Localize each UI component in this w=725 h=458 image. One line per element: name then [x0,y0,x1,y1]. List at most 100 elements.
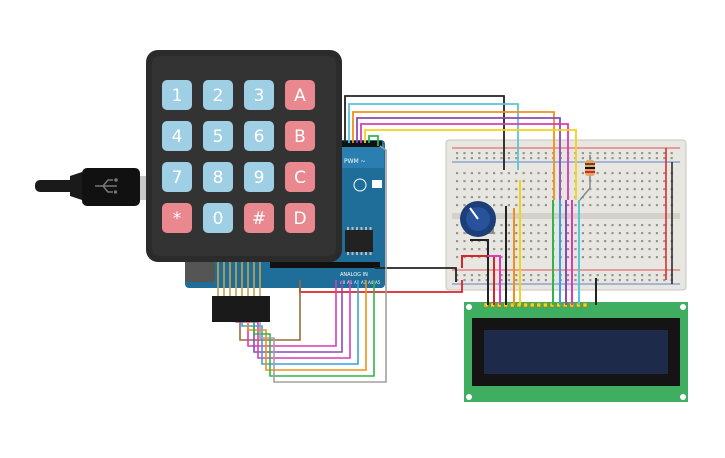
wire-d-orange[interactable] [352,111,555,200]
breadboard-hole [537,196,540,199]
breadboard-hole [618,256,621,259]
breadboard-hole [515,232,518,235]
keypad-key-0-2[interactable]: 3 [244,80,274,110]
breadboard-hole [581,256,584,259]
breadboard-hole [663,256,666,259]
breadboard-hole [456,196,459,199]
keypad-key-3-3[interactable]: D [285,203,315,233]
breadboard-hole [463,204,466,207]
keypad-key-2-3[interactable]: C [285,162,315,192]
wire-kp-6[interactable] [247,280,367,371]
breadboard-hole [626,232,629,235]
keypad-connector-block [212,296,270,322]
breadboard-hole [537,157,540,160]
breadboard-hole [633,224,636,227]
breadboard-hole [478,248,481,251]
breadboard-hole [478,256,481,259]
keypad-key-3-0[interactable]: * [162,203,192,233]
potentiometer[interactable] [460,201,496,237]
breadboard-hole [544,240,547,243]
breadboard-hole [470,240,473,243]
usb-cable[interactable] [35,168,152,206]
breadboard-hole [567,204,570,207]
wire-d-green[interactable] [368,135,379,146]
breadboard-hole [530,279,533,282]
breadboard-hole [663,224,666,227]
breadboard-hole [493,240,496,243]
breadboard-hole [589,196,592,199]
keypad-key-1-1[interactable]: 5 [203,121,233,151]
keypad-key-1-0[interactable]: 4 [162,121,192,151]
keypad-key-1-3[interactable]: B [285,121,315,151]
breadboard-hole [493,188,496,191]
breadboard-hole [530,188,533,191]
wire-d-cyan[interactable] [348,103,519,170]
breadboard-hole [618,204,621,207]
breadboard-hole [626,188,629,191]
keypad-key-1-2[interactable]: 6 [244,121,274,151]
wire-d-yellow[interactable] [364,129,577,200]
breadboard-hole [626,248,629,251]
breadboard-hole [581,232,584,235]
keypad-key-cap [162,203,192,233]
wire-kp-7[interactable] [253,280,375,377]
wire-lcd-contrast[interactable] [488,255,501,305]
resistor[interactable] [585,155,595,180]
keypad-key-2-2[interactable]: 9 [244,162,274,192]
keypad-key-0-1[interactable]: 2 [203,80,233,110]
wire-resistor-lead[interactable] [579,178,591,201]
breadboard-hole [537,256,540,259]
arduino-pwm-label: PWM ~ [344,158,366,165]
wire-d-magenta[interactable] [360,123,569,200]
breadboard-hole [515,180,518,183]
breadboard-hole [618,279,621,282]
breadboard-hole [604,188,607,191]
breadboard-hole [507,240,510,243]
keypad-connector[interactable] [212,262,270,322]
breadboard-hole [544,188,547,191]
breadboard-hole [567,240,570,243]
wire-kp-8[interactable] [259,145,387,383]
arduino-digital-header [342,141,382,147]
breadboard-hole [470,152,473,155]
keypad-key-label: 2 [213,86,224,106]
breadboard-hole [641,274,644,277]
breadboard-hole [604,240,607,243]
breadboard-hole [463,180,466,183]
wire-d-black[interactable] [344,95,505,170]
breadboard-hole [470,256,473,259]
breadboard-hole [507,279,510,282]
breadboard-hole [537,188,540,191]
keypad-key-cap [285,80,315,110]
breadboard-hole [589,279,592,282]
breadboard-hole [544,256,547,259]
breadboard-hole [611,152,614,155]
lcd-module[interactable] [464,302,688,402]
wire-d-purple[interactable] [356,117,561,200]
breadboard-hole [641,256,644,259]
wire-lcd-vcc[interactable] [461,255,495,305]
breadboard-hole [618,196,621,199]
breadboard-hole [626,204,629,207]
keypad-key-3-1[interactable]: 0 [203,203,233,233]
breadboard-hole [493,172,496,175]
keypad-key-cap [244,162,274,192]
breadboard-hole [596,180,599,183]
keypad-key-2-0[interactable]: 7 [162,162,192,192]
breadboard-hole [633,274,636,277]
keypad-key-0-0[interactable]: 1 [162,80,192,110]
lcd-pin [529,302,535,308]
keypad-key-0-3[interactable]: A [285,80,315,110]
lcd-pin [536,302,542,308]
keypad-key-2-1[interactable]: 8 [203,162,233,192]
breadboard-hole [648,248,651,251]
wire-gnd[interactable] [375,267,457,282]
wire-lcd-gnd[interactable] [470,239,489,305]
breadboard-hole [530,274,533,277]
breadboard-hole [655,172,658,175]
keypad-key-3-2[interactable]: # [244,203,274,233]
keypad-key-label: C [294,168,306,188]
arduino-label-plate [372,180,382,188]
breadboard-hole [485,248,488,251]
